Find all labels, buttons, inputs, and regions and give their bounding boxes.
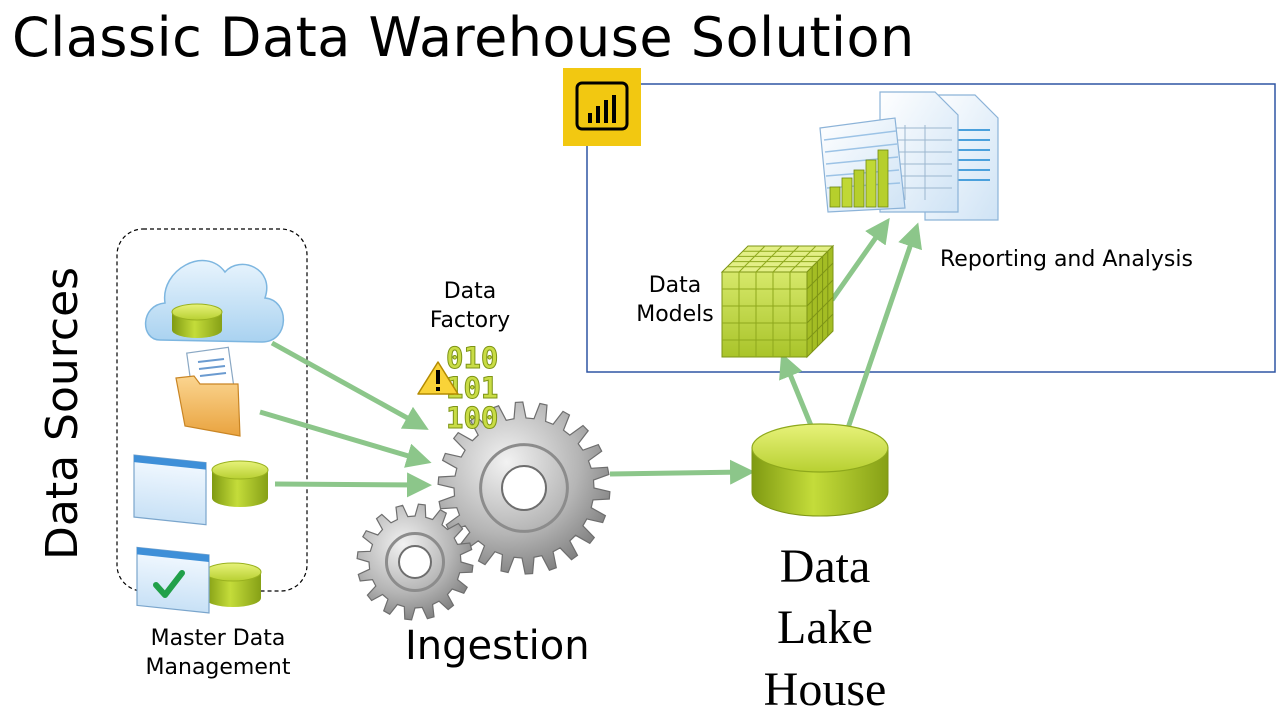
lakehouse-label-line3: House — [763, 662, 887, 716]
warning-icon — [417, 361, 459, 395]
data-factory-binary: 010 101 100 — [446, 341, 499, 436]
folder-document-icon — [175, 346, 241, 437]
lakehouse-label-line1: Data — [779, 540, 871, 593]
lakehouse-cylinder-icon — [751, 423, 889, 517]
data-factory-label: Data Factory — [420, 278, 520, 335]
data-models-label: Data Models — [625, 272, 725, 329]
flow-arrows — [259, 217, 922, 498]
ingestion-label: Ingestion — [405, 623, 590, 669]
bar-chart-icon — [819, 117, 906, 213]
mdm-label: Master Data Management — [130, 625, 306, 682]
data-models-label-line2: Models — [636, 301, 714, 327]
gear-icon-large — [437, 401, 611, 575]
mdm-label-line2: Management — [145, 654, 291, 680]
data-factory-label-line1: Data — [443, 279, 497, 304]
lakehouse-label-line2: Lake — [777, 601, 873, 655]
lakehouse-label: Data Lake House — [740, 536, 910, 720]
data-cube-icon — [720, 244, 835, 359]
window-database-icon — [133, 454, 269, 526]
mdm-label-line1: Master Data — [150, 626, 286, 651]
powerbi-logo-icon — [563, 68, 641, 146]
data-sources-label: Data Sources — [37, 266, 88, 560]
gear-icon-small — [356, 503, 474, 621]
reporting-analysis-label: Reporting and Analysis — [940, 247, 1193, 272]
window-check-database-icon — [136, 546, 262, 614]
binary-row-3: 100 — [446, 401, 498, 435]
data-factory-label-line2: Factory — [429, 307, 511, 333]
reporting-panel — [586, 83, 1276, 373]
page-title: Classic Data Warehouse Solution — [12, 6, 915, 69]
cloud-database-icon — [144, 259, 285, 343]
binary-row-1: 010 — [446, 341, 498, 375]
data-models-label-line1: Data — [648, 273, 702, 298]
